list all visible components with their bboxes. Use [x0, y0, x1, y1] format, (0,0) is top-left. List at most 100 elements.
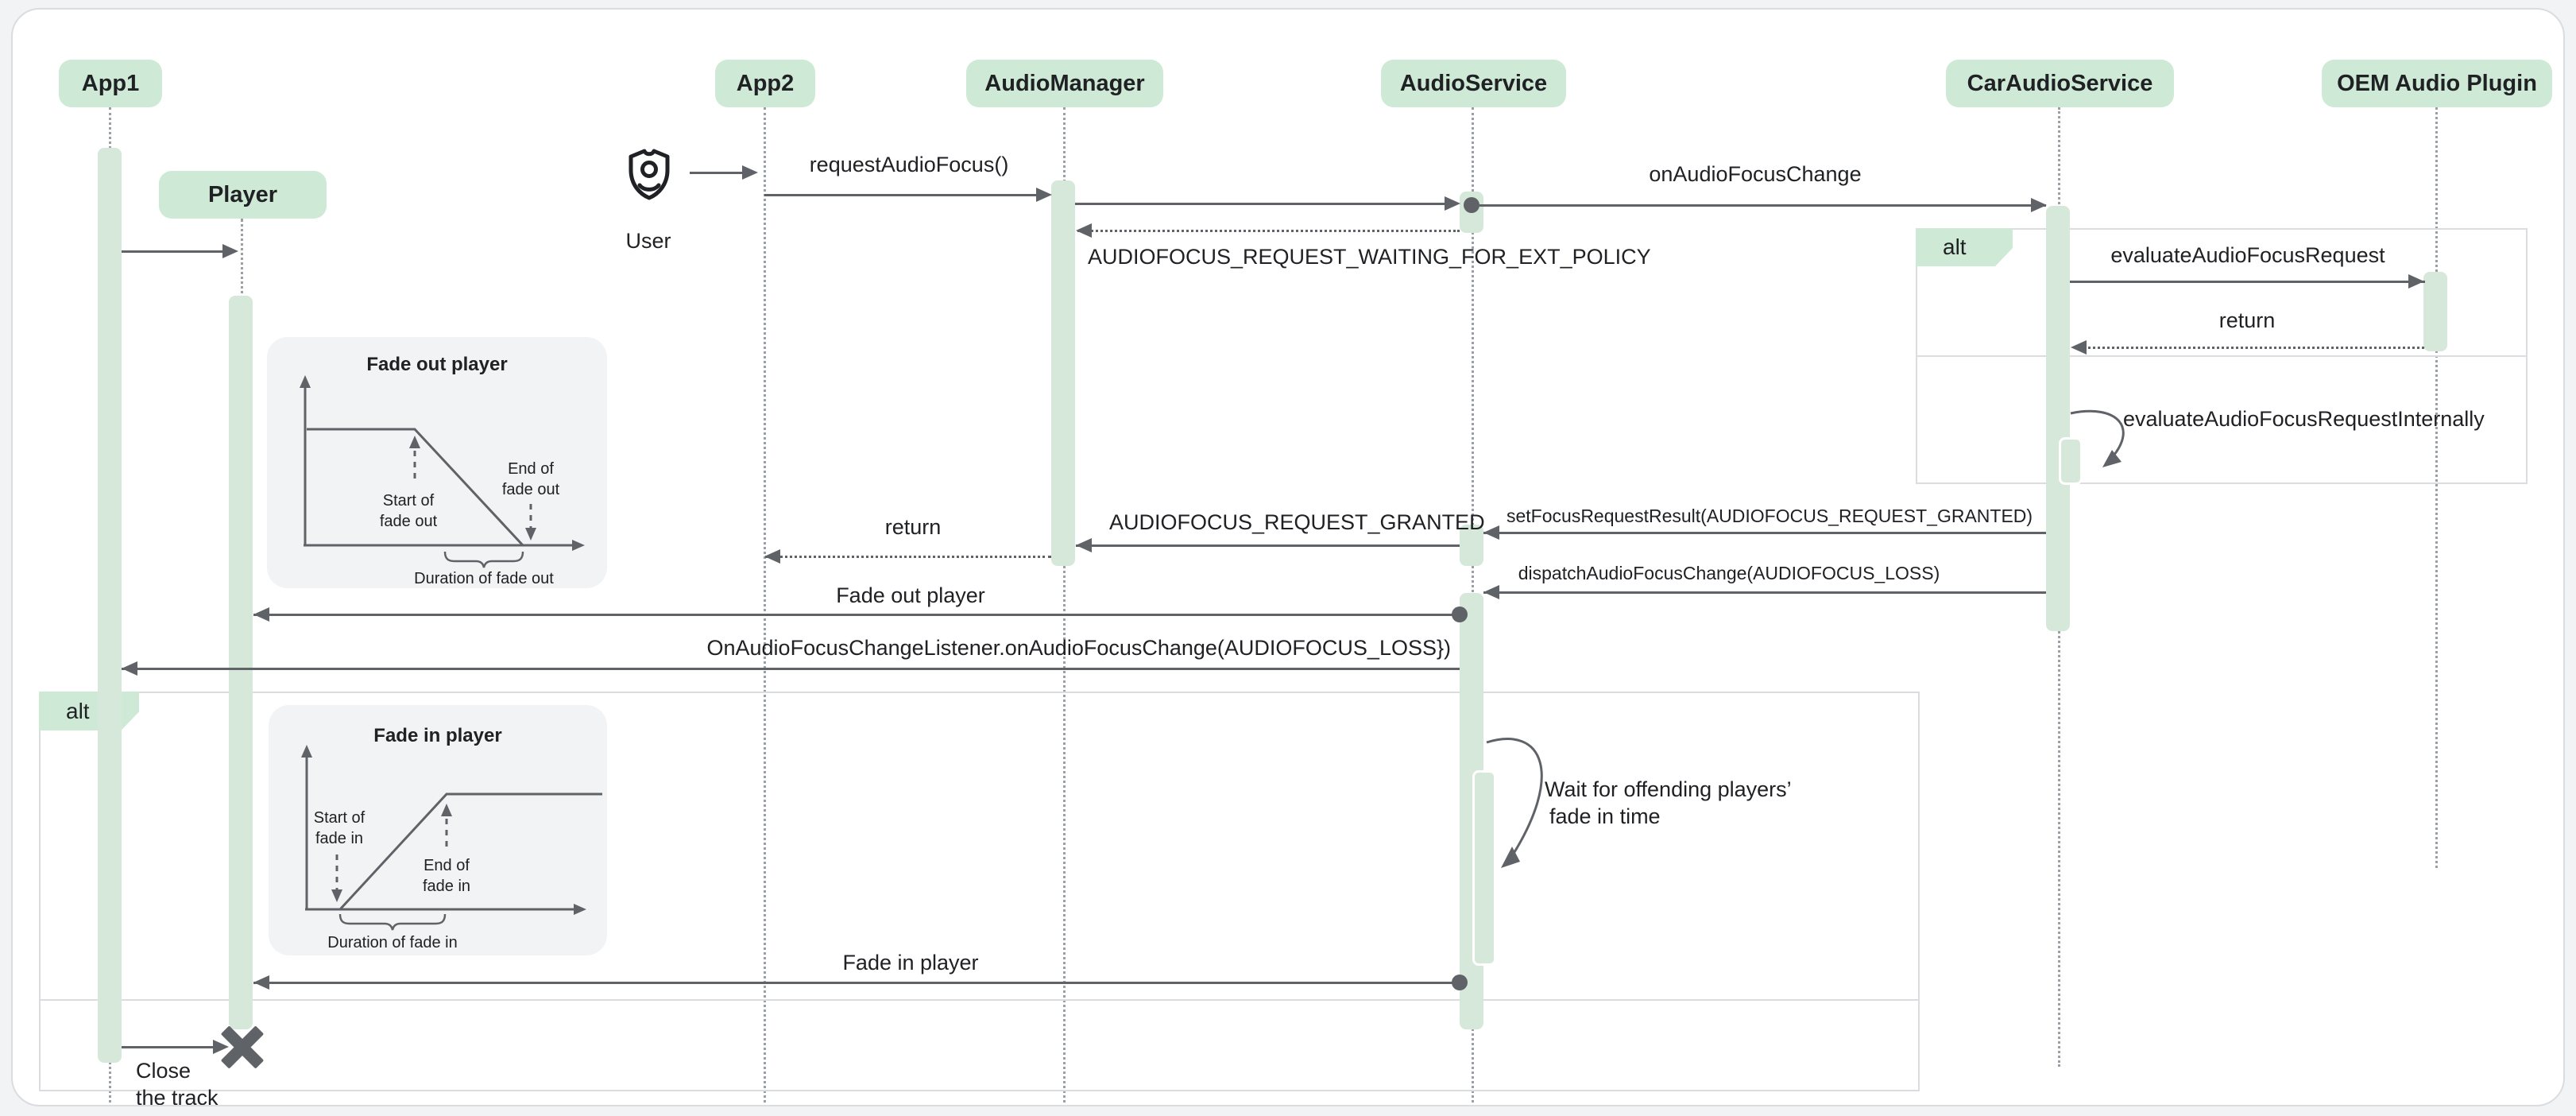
fade-out-curve [307, 428, 524, 547]
msg-waiting-line [1077, 230, 1460, 232]
msg-app1-to-player-arrowhead [222, 244, 238, 258]
close-track-line1: Close [136, 1059, 191, 1083]
destroy-x-icon [219, 1024, 265, 1070]
alt-label: alt [66, 698, 90, 723]
user-to-app2-arrowhead [742, 165, 758, 180]
msg-fade-in-player-line [253, 982, 1460, 984]
participant-label: AudioManager [984, 70, 1145, 96]
msg-dispatch-arrowhead [1483, 585, 1499, 599]
self-call-wait-curve [1486, 738, 1543, 868]
fade-out-end-label-1: End of [508, 460, 554, 478]
participant-audiomanager: AudioManager [966, 60, 1163, 107]
wait-note-line1: Wait for offending players’ [1545, 777, 1792, 801]
activation-app1 [98, 148, 122, 1063]
participant-caraudioservice: CarAudioService [1946, 60, 2174, 107]
fade-in-start-label-2: fade in [315, 830, 363, 847]
msg-request-audio-focus-arrowhead [1036, 188, 1052, 202]
fade-out-start-label-1: Start of [383, 492, 435, 510]
participant-app2: App2 [715, 60, 815, 107]
activation-audiomanager [1051, 180, 1075, 566]
msg-granted: AUDIOFOCUS_REQUEST_GRANTED [1109, 510, 1485, 534]
activation-oem-audio-plugin [2423, 272, 2447, 351]
activation-player [229, 296, 253, 1029]
fade-in-inset: Fade in player Start of fade in End of f… [269, 705, 607, 955]
participant-label: AudioService [1399, 70, 1548, 96]
msg-evaluate-line [2070, 281, 2425, 283]
msg-app1-to-player-line [122, 250, 223, 253]
msg-fade-in-player-arrowhead [253, 975, 269, 990]
activation-caraudioservice-internal-nested [2059, 437, 2083, 485]
user-actor-icon [621, 143, 677, 207]
user-label: User [625, 229, 671, 253]
fade-in-duration-label: Duration of fade in [327, 934, 457, 951]
msg-waiting-label: AUDIOFOCUS_REQUEST_WAITING_FOR_EXT_POLIC… [1088, 245, 1651, 269]
activation-caraudioservice [2046, 206, 2070, 631]
msg-dispatch-line [1483, 591, 2046, 594]
shield-icon [629, 149, 670, 200]
msg-on-audio-focus-change-dot [1464, 197, 1479, 213]
fade-out-end-label-2: fade out [502, 481, 560, 498]
fade-out-start-label-2: fade out [380, 513, 438, 530]
msg-granted-arrowhead [1076, 538, 1092, 552]
msg-return-app2-line [765, 556, 1051, 558]
msg-waiting-arrowhead [1076, 223, 1092, 238]
alt-fragment-focus-evaluation-divider [1916, 355, 2528, 357]
msg-fade-in-player: Fade in player [842, 951, 979, 975]
msg-fade-in-player-dot [1452, 975, 1468, 990]
fade-in-duration-brace [338, 913, 447, 931]
msg-audiomanager-to-audioservice-line [1075, 203, 1445, 205]
fade-out-title: Fade out player [366, 354, 507, 375]
wait-note-line2: fade in time [1549, 804, 1661, 828]
msg-request-audio-focus: requestAudioFocus() [809, 153, 1009, 176]
msg-on-focus-listener: OnAudioFocusChangeListener.onAudioFocusC… [706, 636, 1452, 660]
msg-evaluate-audio-focus-request: evaluateAudioFocusRequest [2110, 243, 2385, 267]
fade-in-curve [338, 792, 602, 911]
msg-return-app2-arrowhead [764, 549, 780, 564]
alt-fragment-fade-tab: alt [39, 692, 139, 730]
msg-audiomanager-to-audioservice-arrowhead [1445, 196, 1460, 211]
fade-out-inset: Fade out player Start of fade out End of… [267, 337, 607, 588]
msg-set-focus-request-result-arrowhead [1483, 525, 1499, 540]
fade-in-title: Fade in player [373, 725, 501, 746]
alt-fragment-fade-divider [39, 999, 1920, 1001]
fade-in-start-label-1: Start of [314, 809, 366, 827]
person-body-icon [637, 183, 661, 192]
participant-audioservice: AudioService [1381, 60, 1566, 107]
fade-in-end-label-2: fade in [423, 878, 470, 895]
fade-out-duration-brace [443, 551, 524, 568]
msg-evaluate-arrowhead [2408, 274, 2424, 289]
participant-player: Player [159, 171, 327, 219]
msg-on-audio-focus-change-arrowhead [2031, 198, 2047, 212]
participant-label: App1 [81, 70, 140, 96]
person-head-icon [640, 161, 658, 178]
participant-oem-audio-plugin: OEM Audio Plugin [2322, 60, 2552, 107]
msg-on-audio-focus-change: onAudioFocusChange [1649, 162, 1862, 186]
msg-evaluate-internally: evaluateAudioFocusRequestInternally [2123, 407, 2485, 431]
msg-return-oem-line [2084, 347, 2424, 349]
msg-fade-out-player-line [253, 614, 1460, 616]
msg-return-oem: return [2218, 308, 2276, 332]
msg-granted-line [1076, 544, 1460, 547]
participant-app1: App1 [59, 60, 162, 107]
lifeline-app2 [764, 107, 766, 1102]
msg-fade-out-player-arrowhead [253, 607, 269, 622]
fade-out-duration-label: Duration of fade out [414, 570, 554, 587]
user-to-app2-line [690, 172, 745, 174]
close-track-line2: the track [136, 1086, 219, 1106]
msg-return-app2: return [884, 515, 942, 539]
self-call-evaluate-internally-curve [2070, 409, 2125, 467]
msg-on-audio-focus-change-line [1479, 204, 2046, 207]
msg-fade-out-player-dot [1452, 606, 1468, 622]
alt-fragment-focus-evaluation-tab: alt [1916, 228, 2013, 266]
msg-request-audio-focus-line [764, 194, 1037, 196]
lifeline-audiomanager [1063, 107, 1066, 1102]
msg-set-focus-request-result: setFocusRequestResult(AUDIOFOCUS_REQUEST… [1507, 506, 2033, 526]
msg-close-track-line [122, 1046, 214, 1048]
participant-label: App2 [736, 70, 795, 96]
msg-set-focus-request-result-line [1483, 532, 2046, 534]
msg-dispatch: dispatchAudioFocusChange(AUDIOFOCUS_LOSS… [1518, 563, 1940, 583]
participant-label: Player [207, 181, 278, 207]
diagram-panel: alt alt App1 App2 AudioManager AudioServ… [11, 8, 2565, 1106]
activation-audioservice-wait-nested [1472, 770, 1496, 966]
